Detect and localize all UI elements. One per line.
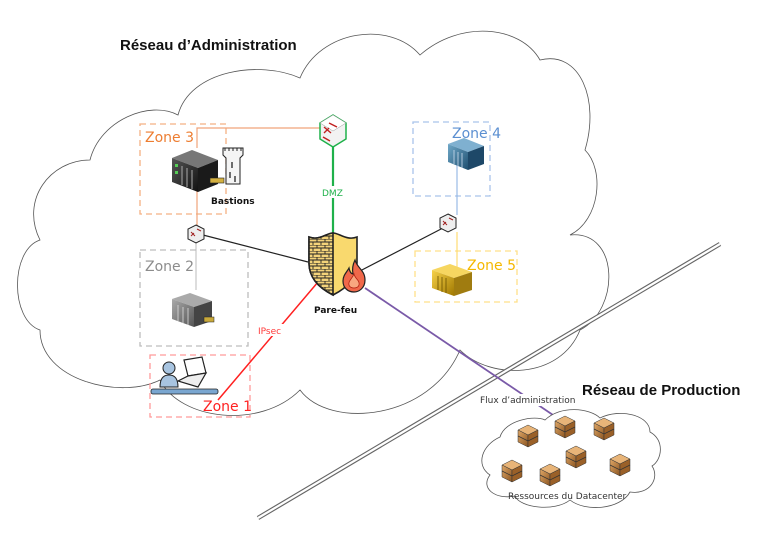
fire-icon (342, 258, 366, 293)
production-network-title: Réseau de Production (582, 382, 740, 399)
datacenter-server-icon[interactable] (539, 463, 561, 487)
ipsec-label: IPsec (258, 327, 281, 337)
zone3-label: Zone 3 (145, 130, 194, 146)
right-trunk-link (357, 227, 444, 273)
admin-flow-label-bg (478, 394, 578, 406)
datacenter-servers (501, 415, 631, 487)
bastion-tower-icon (222, 147, 244, 185)
bastion-server-icon[interactable] (172, 150, 225, 192)
right-switch-icon[interactable] (439, 213, 457, 233)
left-switch-icon[interactable] (187, 224, 205, 244)
ipsec-link (217, 281, 319, 401)
dmz-switch-icon[interactable] (319, 114, 347, 148)
left-trunk-link (202, 234, 309, 263)
datacenter-server-icon[interactable] (517, 424, 539, 448)
zone4-server-icon[interactable] (448, 138, 484, 170)
bastions-label: Bastions (211, 197, 255, 207)
zone4-label: Zone 4 (452, 126, 501, 142)
admin-user-icon[interactable] (159, 361, 179, 388)
zone2-label: Zone 2 (145, 259, 194, 275)
zone1-label: Zone 1 (203, 399, 252, 415)
admin-network-cloud (17, 30, 610, 416)
datacenter-server-icon[interactable] (554, 415, 576, 439)
zone1-lan-bar (150, 388, 219, 395)
admin-flow-label: Flux d’administration (480, 396, 576, 406)
laptop-icon[interactable] (176, 356, 208, 388)
network-separator (256, 242, 722, 520)
zone1-box (149, 354, 251, 418)
datacenter-server-icon[interactable] (609, 453, 631, 477)
ipsec-label-bg (256, 324, 284, 336)
zone3-dmz-link (196, 127, 320, 148)
zone5-box (414, 250, 518, 303)
zone2-server-icon[interactable] (172, 293, 215, 327)
datacenter-server-icon[interactable] (501, 459, 523, 483)
dmz-label: DMZ (322, 189, 343, 199)
dmz-label-bg (320, 186, 346, 198)
admin-flow-link (364, 287, 554, 416)
datacenter-server-icon[interactable] (565, 445, 587, 469)
zone2-box (139, 249, 249, 347)
admin-network-title: Réseau d’Administration (120, 37, 297, 54)
zone5-label: Zone 5 (467, 258, 516, 274)
datacenter-server-icon[interactable] (593, 417, 615, 441)
firewall-label: Pare-feu (314, 306, 357, 316)
datacenter-label: Ressources du Datacenter (508, 492, 627, 502)
zone4-box (412, 121, 491, 197)
zone5-server-icon[interactable] (432, 264, 472, 296)
